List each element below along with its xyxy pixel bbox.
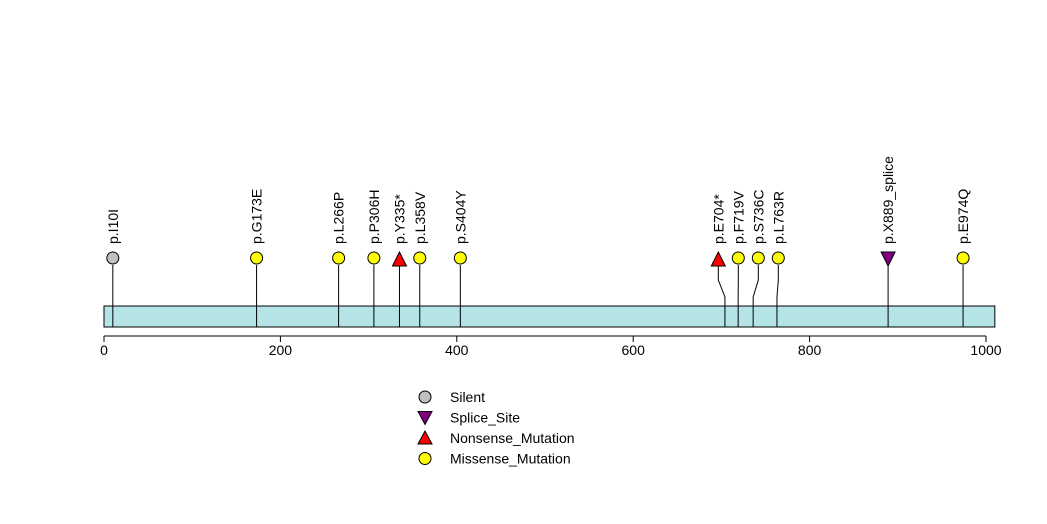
mutation-markers: p.I10I p.G173E p.L266P p.P306H p.Y335* p.L358… xyxy=(105,156,971,268)
legend-triangle-up-icon xyxy=(417,429,433,445)
mutation-label: p.P306H xyxy=(366,190,382,244)
legend-label: Splice_Site xyxy=(450,410,520,426)
legend: SilentSplice_SiteNonsense_MutationMissen… xyxy=(417,389,575,467)
x-tick-label: 1000 xyxy=(970,342,1001,358)
legend-label: Missense_Mutation xyxy=(450,451,571,467)
x-axis: 0 200 400 600 800 1000 xyxy=(100,335,1002,358)
missense-marker xyxy=(332,251,346,265)
protein-bar xyxy=(103,305,996,328)
splice-marker xyxy=(880,251,896,268)
mutation-label: p.S736C xyxy=(750,190,766,244)
legend-label: Silent xyxy=(450,389,485,405)
x-tick-label: 400 xyxy=(445,342,469,358)
mutation-label: p.Y335* xyxy=(391,194,407,244)
missense-marker xyxy=(250,251,264,265)
mutation-label: p.L358V xyxy=(412,191,428,244)
mutation-label: p.X889_splice xyxy=(880,156,896,244)
missense-marker xyxy=(731,251,745,265)
mutation-label: p.S404Y xyxy=(452,190,468,244)
stem-line xyxy=(752,265,759,327)
x-tick-label: 0 xyxy=(100,342,108,358)
legend-triangle-down-icon xyxy=(417,411,433,426)
missense-marker xyxy=(413,251,427,265)
mutation-label: p.G173E xyxy=(249,189,265,244)
mutation-label: p.F719V xyxy=(730,190,746,244)
mutation-label: p.L266P xyxy=(331,192,347,244)
missense-marker xyxy=(453,251,467,265)
x-tick-label: 200 xyxy=(269,342,293,358)
nonsense-marker xyxy=(391,250,408,267)
legend-label: Nonsense_Mutation xyxy=(450,430,575,446)
stem-line xyxy=(717,265,726,327)
missense-marker xyxy=(751,251,765,265)
mutation-label: p.E974Q xyxy=(955,189,971,244)
stem-line xyxy=(776,265,779,327)
legend-circle-icon xyxy=(418,390,432,404)
legend-circle-icon xyxy=(418,452,432,465)
nonsense-marker xyxy=(710,250,727,267)
x-tick-label: 600 xyxy=(622,342,646,358)
silent-marker xyxy=(106,251,120,265)
x-tick-label: 800 xyxy=(798,342,822,358)
stems xyxy=(112,265,964,327)
missense-marker xyxy=(367,251,381,265)
mutation-label: p.I10I xyxy=(105,209,121,244)
missense-marker xyxy=(956,251,970,265)
mutation-label: p.L763R xyxy=(770,191,786,244)
missense-marker xyxy=(771,251,785,265)
mutation-label: p.E704* xyxy=(710,194,726,244)
